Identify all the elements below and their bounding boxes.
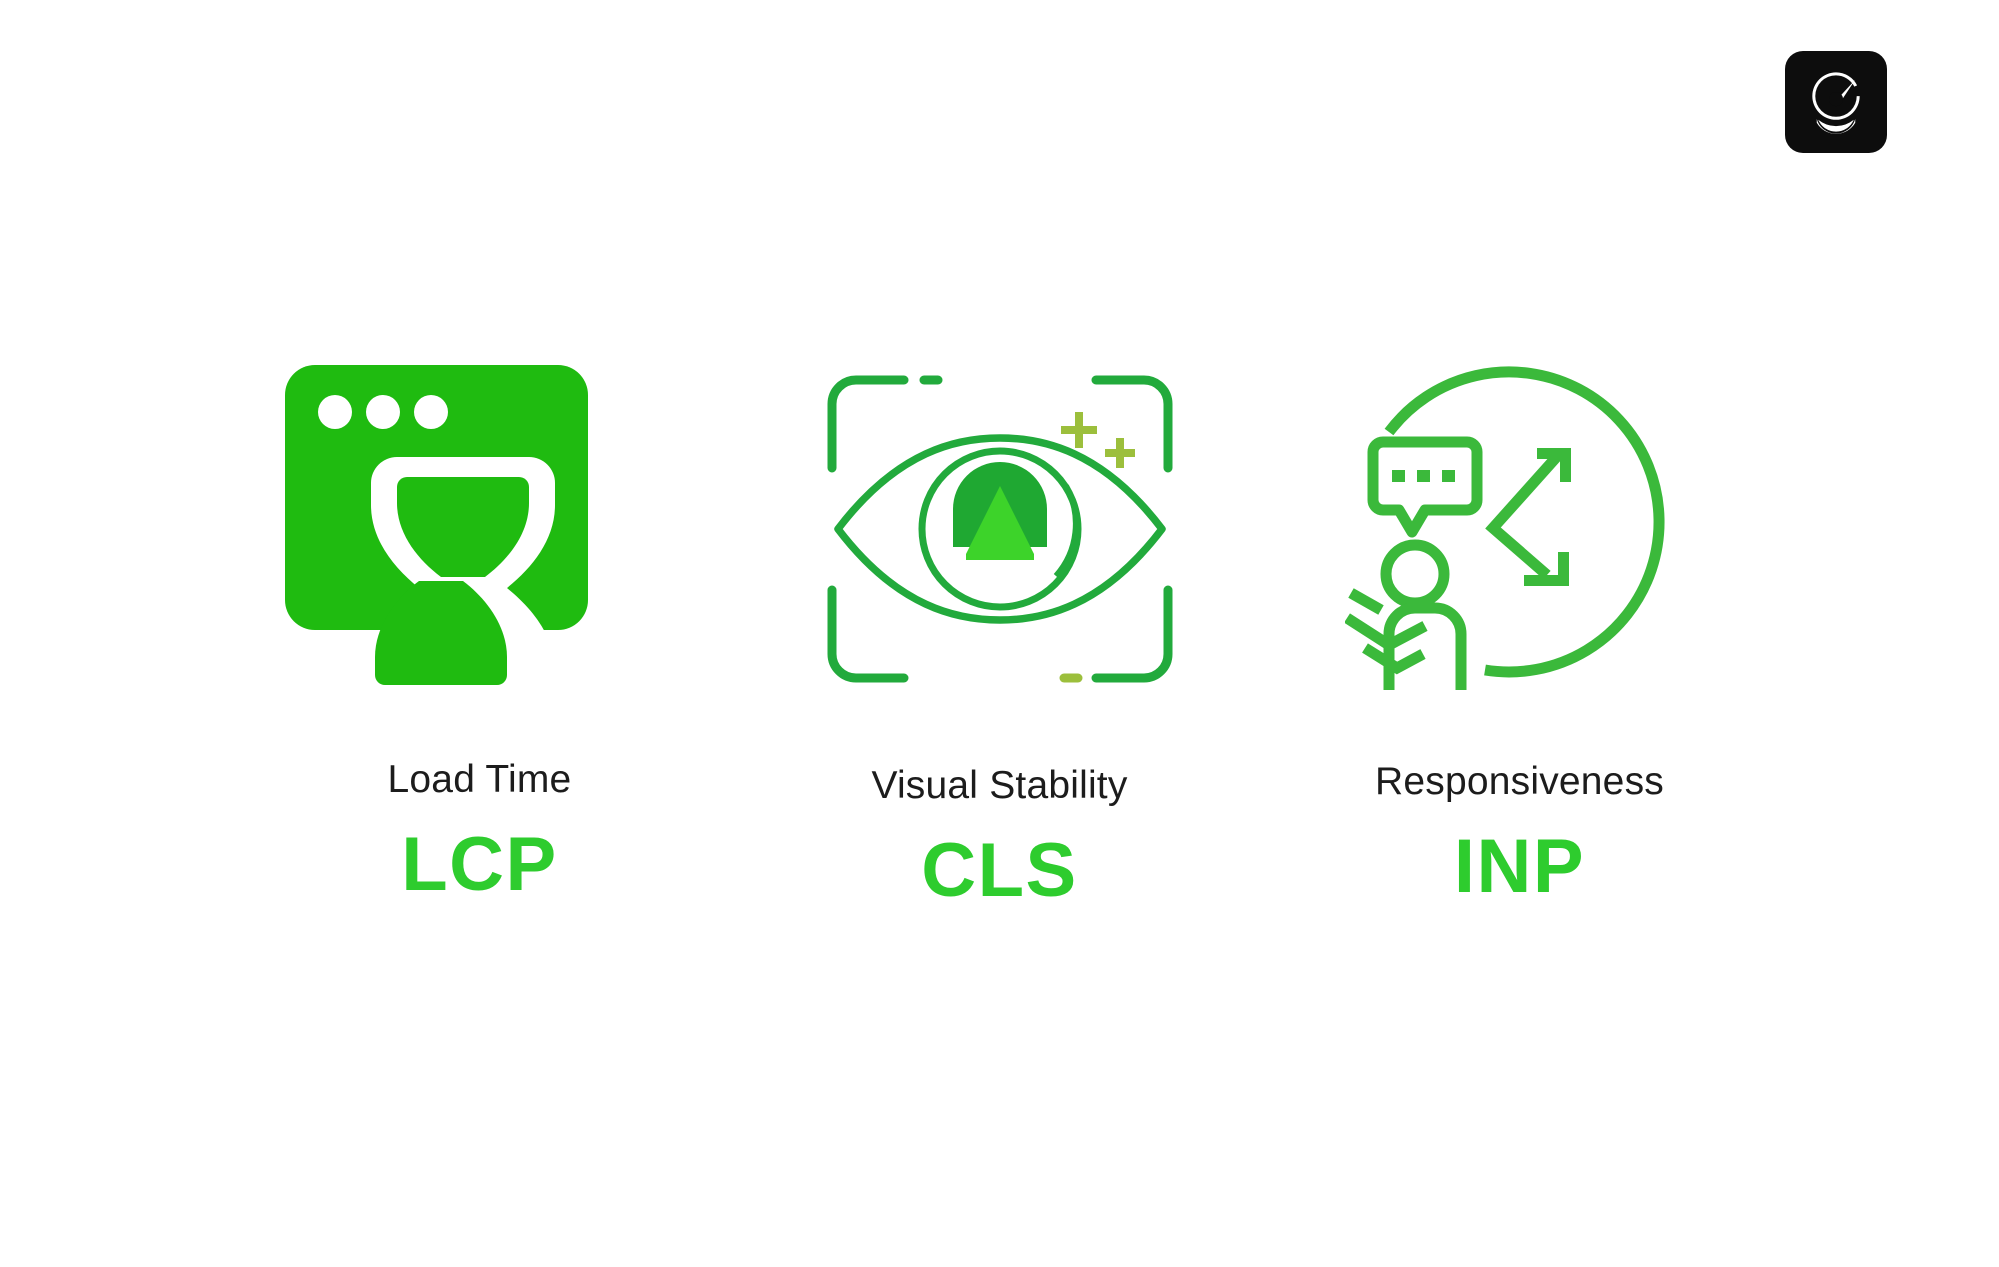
eye-in-viewfinder-icon (827, 375, 1172, 683)
metric-card-inp: Responsiveness INP (1260, 360, 1780, 905)
metric-card-cls: Visual Stability CLS (740, 360, 1260, 909)
metric-acronym-inp: INP (1453, 824, 1586, 909)
metric-acronym-cls: CLS (921, 828, 1078, 913)
browser-hourglass-icon (284, 365, 588, 685)
icon-load-time (284, 360, 675, 690)
icon-responsiveness (1344, 360, 1695, 690)
icon-visual-stability (820, 364, 1180, 694)
metric-title-inp: Responsiveness (1375, 760, 1664, 803)
person-speech-bubble-arrows-icon (1344, 366, 1665, 690)
metrics-row: Load Time LCP (0, 360, 1999, 909)
metric-title-lcp: Load Time (387, 758, 572, 801)
metric-title-cls: Visual Stability (871, 764, 1128, 807)
metric-acronym-lcp: LCP (401, 822, 558, 907)
metric-card-lcp: Load Time LCP (220, 360, 740, 903)
brand-logo (1785, 51, 1887, 153)
gtmetrix-gauge-icon (1812, 72, 1860, 134)
